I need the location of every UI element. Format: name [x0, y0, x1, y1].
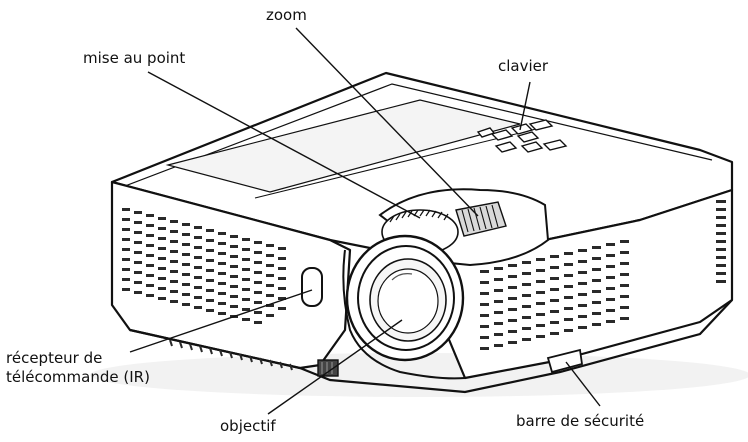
projector-lens: [345, 234, 465, 362]
lens-label: objectif: [220, 417, 276, 435]
keypad-button: [494, 141, 518, 153]
front-vent-grille: [122, 208, 286, 324]
leader-line-security: [565, 361, 601, 407]
keypad-button: [516, 131, 540, 143]
leader-line-zoom: [295, 27, 479, 217]
projector-bottom-edge: [129, 299, 733, 394]
focus-label: mise au point: [83, 49, 186, 67]
keypad-label: clavier: [498, 57, 549, 75]
keypad-button: [520, 141, 544, 153]
ir-receiver-label: récepteur de télécommande (IR): [6, 349, 150, 387]
leader-line-focus: [147, 71, 421, 219]
leader-line-lens: [267, 319, 403, 415]
adjustable-foot: [317, 359, 339, 377]
keypad-button: [490, 129, 514, 141]
side-vent-grille: [480, 240, 629, 350]
top-divider-line-2: [254, 127, 541, 199]
leader-line-ir: [129, 289, 313, 353]
keypad-button: [542, 139, 568, 151]
keypad-buttons: [476, 119, 568, 153]
ir-receiver-label-line1: récepteur de: [6, 349, 103, 367]
zoom-label: zoom: [266, 6, 307, 24]
rear-vent-slits: [716, 200, 726, 283]
bottom-vent-slits: [169, 339, 293, 371]
zoom-ring: [455, 201, 507, 237]
lens-bezel: [342, 249, 466, 380]
security-bar: [546, 348, 584, 374]
security-bar-label: barre de sécurité: [516, 412, 645, 430]
ir-receiver-label-line2: télécommande (IR): [6, 368, 150, 386]
top-ridge-line: [124, 83, 713, 187]
ir-receiver-window: [301, 267, 323, 307]
keypad-button: [528, 119, 554, 131]
top-divider-strip: [165, 99, 521, 193]
leader-lines: [129, 27, 601, 415]
leader-line-keypad: [519, 81, 531, 131]
keypad-button: [476, 127, 496, 138]
